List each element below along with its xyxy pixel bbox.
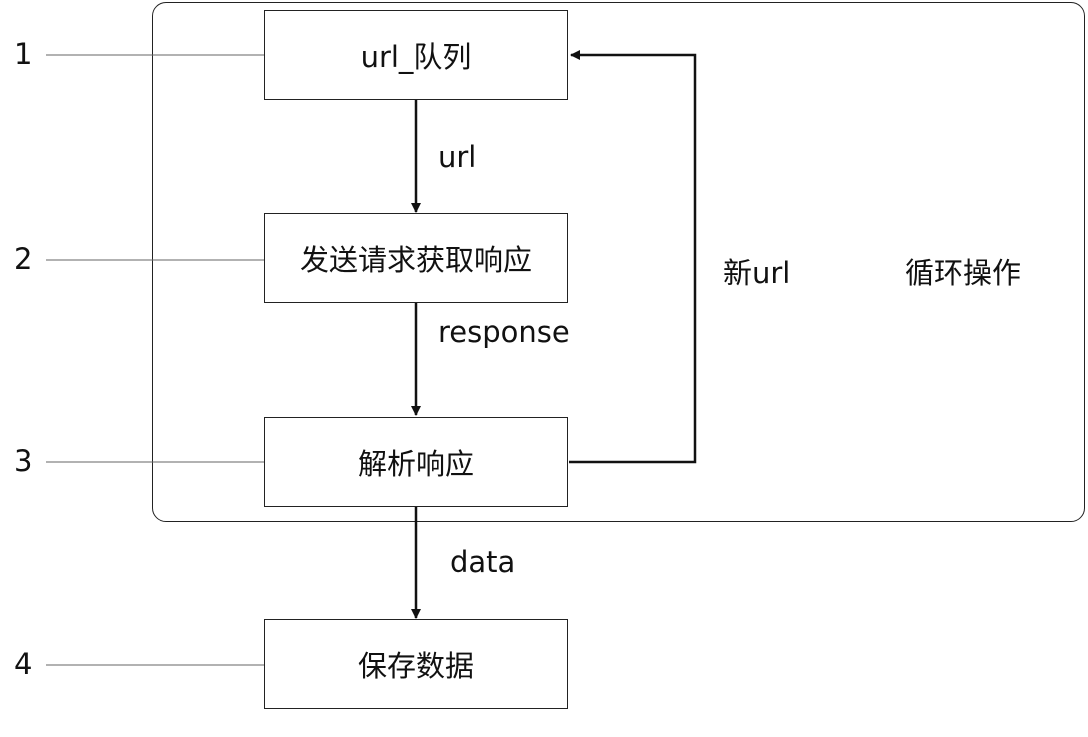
edge-label-response: response [438, 315, 570, 349]
step-save-data: 保存数据 [264, 619, 568, 709]
step-number-4: 4 [14, 647, 33, 681]
arrow-parse-to-queue [569, 50, 697, 464]
step-url-queue: url_队列 [264, 10, 568, 100]
step-number-1: 1 [14, 37, 33, 71]
step-number-3: 3 [14, 444, 33, 478]
step-parse-response: 解析响应 [264, 417, 568, 507]
loop-frame [152, 2, 1085, 522]
edge-label-url: url [438, 140, 477, 174]
step-number-2: 2 [14, 242, 33, 276]
loop-label: 循环操作 [905, 256, 1022, 290]
edge-label-new-url: 新url [723, 256, 791, 290]
step-send-request: 发送请求获取响应 [264, 213, 568, 303]
edge-label-data: data [450, 545, 516, 579]
